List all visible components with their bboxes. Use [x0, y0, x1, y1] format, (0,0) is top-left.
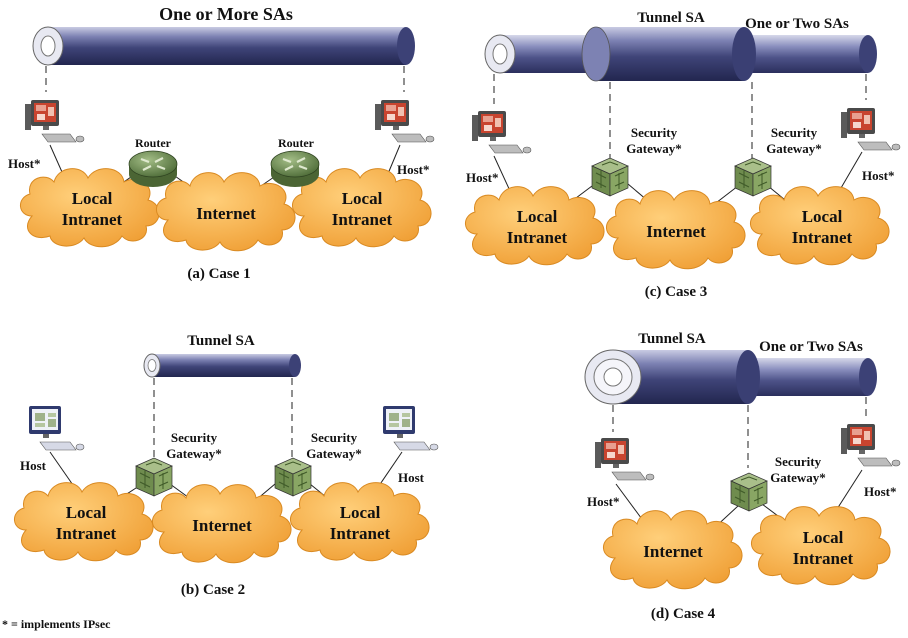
case2-gateway-left-line2: Gateway* [166, 446, 222, 461]
case4-caption: (d) Case 4 [651, 606, 716, 622]
case2-gateway-right-line1: Security [311, 430, 358, 445]
case1-router-left-label: Router [135, 136, 172, 150]
case4-cloud-right-line2: Intranet [793, 549, 854, 568]
case4-tunnel [584, 349, 877, 405]
case1-host-left-label: Host* [8, 156, 41, 171]
case4-tunnel-label-inner: One or Two SAs [759, 339, 863, 355]
case1-router-right-icon [269, 149, 321, 189]
case3-gateway-right-icon [734, 157, 772, 197]
case-3: Tunnel SA One or Two SAs Host* Host* Loc… [464, 10, 901, 300]
case2-gateway-left-icon [135, 457, 173, 497]
case3-cloud-right-line1: Local [802, 207, 843, 226]
case4-cloud-right-line1: Local [803, 528, 844, 547]
case2-host-right-icon [382, 405, 439, 451]
case2-cloud-mid-label: Internet [192, 516, 252, 535]
case-1: One or More SAs Host* Host* Local Intran… [8, 4, 435, 282]
case3-cloud-mid-label: Internet [646, 222, 706, 241]
case1-caption: (a) Case 1 [187, 266, 250, 282]
case1-host-right-label: Host* [397, 162, 430, 177]
case1-cloud-left-line1: Local [72, 189, 113, 208]
case3-cloud-left-line1: Local [517, 207, 558, 226]
case1-router-left-icon [127, 149, 179, 189]
case-2: Tunnel SA Host Host Local Intranet Inter… [13, 333, 439, 598]
case3-tunnel [484, 26, 877, 82]
case4-host-left-label: Host* [587, 494, 620, 509]
case2-host-right-label: Host [398, 470, 425, 485]
case3-host-left-icon [471, 110, 532, 154]
case4-host-right-label: Host* [864, 484, 897, 499]
case-4: Tunnel SA One or Two SAs Host* Host* Int… [584, 331, 901, 622]
case2-cloud-right-line2: Intranet [330, 524, 391, 543]
case2-cloud-left-line1: Local [66, 503, 107, 522]
case1-cloud-mid-label: Internet [196, 204, 256, 223]
case3-gateway-left-line2: Gateway* [626, 141, 682, 156]
case1-cloud-right-line2: Intranet [332, 210, 393, 229]
case4-tunnel-label-outer: Tunnel SA [638, 331, 706, 347]
case2-host-left-icon [28, 405, 85, 451]
case2-cloud-right-line1: Local [340, 503, 381, 522]
case1-tunnel [32, 26, 415, 66]
case4-host-right-icon [840, 423, 901, 467]
case4-gateway-line2: Gateway* [770, 470, 826, 485]
case3-gateway-right-line2: Gateway* [766, 141, 822, 156]
case2-gateway-left-line1: Security [171, 430, 218, 445]
case4-gateway-line1: Security [775, 454, 822, 469]
case3-tunnel-label-inner: One or Two SAs [745, 16, 849, 32]
case3-cloud-right-line2: Intranet [792, 228, 853, 247]
footnote: * = implements IPsec [2, 617, 111, 631]
case3-gateway-left-line1: Security [631, 125, 678, 140]
case2-gateway-right-line2: Gateway* [306, 446, 362, 461]
case1-tunnel-label: One or More SAs [159, 4, 293, 24]
case2-tunnel [143, 353, 301, 378]
case2-host-left-label: Host [20, 458, 47, 473]
case3-host-right-label: Host* [862, 168, 895, 183]
case1-router-right-label: Router [278, 136, 315, 150]
case1-host-left-icon [24, 99, 85, 143]
case1-host-right-icon [374, 99, 435, 143]
case4-cloud-mid-label: Internet [643, 542, 703, 561]
case1-cloud-right-line1: Local [342, 189, 383, 208]
case3-cloud-left-line2: Intranet [507, 228, 568, 247]
case2-tunnel-label: Tunnel SA [187, 333, 255, 349]
case2-cloud-left-line2: Intranet [56, 524, 117, 543]
case3-gateway-left-icon [591, 157, 629, 197]
case3-host-left-label: Host* [466, 170, 499, 185]
case2-gateway-right-icon [274, 457, 312, 497]
case3-caption: (c) Case 3 [645, 284, 707, 300]
case3-host-right-icon [840, 107, 901, 151]
case4-host-left-icon [594, 437, 655, 481]
case3-gateway-right-line1: Security [771, 125, 818, 140]
case2-caption: (b) Case 2 [181, 582, 245, 598]
case3-tunnel-label-outer: Tunnel SA [637, 10, 705, 26]
case4-gateway-icon [730, 472, 768, 512]
case1-cloud-left-line2: Intranet [62, 210, 123, 229]
